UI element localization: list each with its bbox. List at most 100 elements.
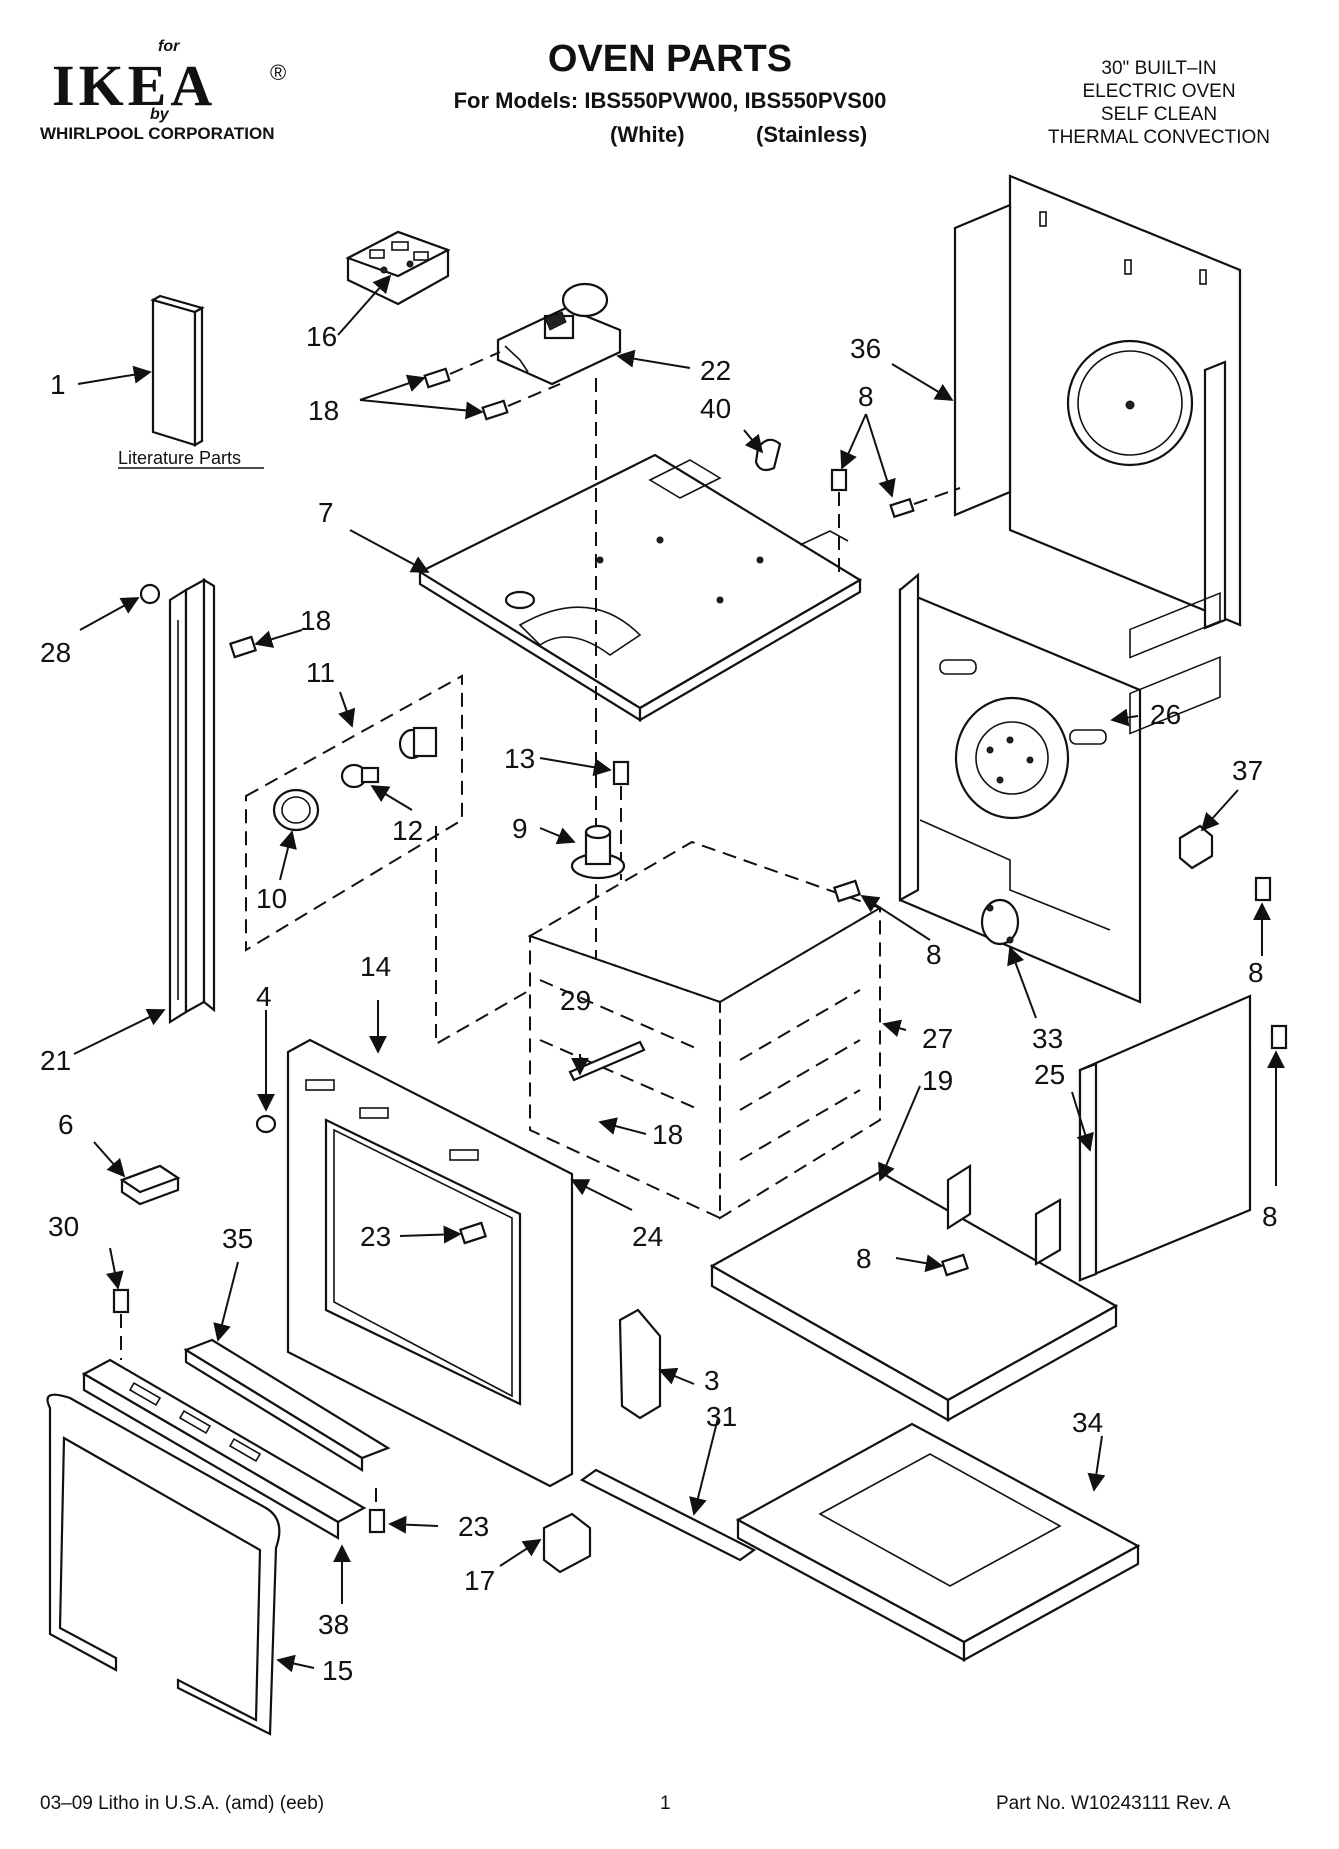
callout-14: 14 (360, 951, 391, 982)
screw (458, 1221, 488, 1245)
callout-1: 1 (50, 369, 66, 400)
callout-15: 15 (322, 1655, 353, 1686)
spec-line: SELF CLEAN (1100, 104, 1218, 125)
callout-23: 23 (458, 1511, 489, 1542)
control-board (345, 230, 451, 306)
callout-40: 40 (700, 393, 731, 424)
brand-corporation: WHIRLPOOL CORPORATION (40, 124, 275, 143)
callout-18: 18 (300, 605, 331, 636)
spec-line: THERMAL CONVECTION (1047, 127, 1271, 148)
callout-8: 8 (858, 381, 874, 412)
brand-for-text: for (158, 38, 180, 55)
callout-6: 6 (58, 1109, 74, 1140)
top-mounting-plate (417, 453, 863, 722)
literature-parts-caption: Literature Parts (118, 448, 241, 468)
callout-23: 23 (360, 1221, 391, 1252)
screw (423, 367, 509, 421)
screw (228, 635, 258, 659)
spec-line: ELECTRIC OVEN (1082, 81, 1236, 102)
callout-27: 27 (922, 1023, 953, 1054)
callout-37: 37 (1232, 755, 1263, 786)
callout-19: 19 (922, 1065, 953, 1096)
callout-28: 28 (40, 637, 71, 668)
callout-35: 35 (222, 1223, 253, 1254)
callout-7: 7 (318, 497, 334, 528)
callout-29: 29 (560, 985, 591, 1016)
clip (754, 438, 782, 472)
door-latch-assembly (496, 282, 622, 386)
callout-24: 24 (632, 1221, 663, 1252)
callout-18: 18 (308, 395, 339, 426)
models-line: For Models: IBS550PVW00, IBS550PVS00 (453, 88, 887, 113)
callout-22: 22 (700, 355, 731, 386)
switch (398, 726, 438, 760)
callout-8: 8 (1262, 1201, 1278, 1232)
callout-33: 33 (1032, 1023, 1063, 1054)
nut (139, 583, 161, 605)
variant-stainless-label: (Stainless) (756, 122, 868, 147)
page-title: OVEN PARTS (547, 38, 793, 80)
callout-38: 38 (318, 1609, 349, 1640)
rear-inner-panel (898, 572, 1142, 1004)
nut (255, 1114, 277, 1134)
callout-18: 18 (652, 1119, 683, 1150)
callout-9: 9 (512, 813, 528, 844)
screw (830, 468, 848, 492)
screw (1254, 876, 1272, 902)
bottom-tray (735, 1422, 1141, 1662)
spec-line: 30" BUILT–IN (1101, 58, 1217, 79)
callout-26: 26 (1150, 699, 1181, 730)
indicator-light (272, 788, 320, 832)
callout-21: 21 (40, 1045, 71, 1076)
ikea-logo: IKEA (52, 53, 217, 118)
rear-cover-panel (953, 174, 1242, 630)
oven-cavity (527, 840, 883, 1220)
temperature-probe (570, 824, 626, 880)
screw (889, 497, 915, 519)
screw (1270, 1024, 1288, 1050)
callout-31: 31 (706, 1401, 737, 1432)
callout-25: 25 (1034, 1059, 1065, 1090)
callout-8: 8 (1248, 957, 1264, 988)
door-gasket (46, 1393, 281, 1736)
variant-white-label: (White) (610, 122, 685, 147)
side-trim-strip (168, 578, 216, 1024)
callout-34: 34 (1072, 1407, 1103, 1438)
screw (112, 1288, 130, 1314)
callout-11: 11 (306, 657, 335, 688)
callout-3: 3 (704, 1365, 720, 1396)
thermostat (980, 898, 1020, 946)
callout-17: 17 (464, 1565, 495, 1596)
brand-by-text: by (150, 106, 169, 123)
callout-8: 8 (856, 1243, 872, 1274)
mounting-bracket (542, 1512, 592, 1574)
screw (832, 879, 862, 903)
page-number: 1 (660, 1793, 671, 1814)
front-trim (81, 1358, 367, 1540)
screw (612, 760, 630, 786)
callout-13: 13 (504, 743, 535, 774)
callout-4: 4 (256, 981, 272, 1012)
front-frame (286, 1038, 574, 1488)
bracket (1178, 824, 1214, 870)
screw (368, 1508, 386, 1534)
footer-litho: 03–09 Litho in U.S.A. (amd) (eeb) (40, 1793, 325, 1814)
part-number: Part No. W10243111 Rev. A (996, 1793, 1231, 1814)
callout-8: 8 (926, 939, 942, 970)
callout-10: 10 (256, 883, 287, 914)
bottom-cover (709, 1163, 1119, 1422)
callout-36: 36 (850, 333, 881, 364)
callout-16: 16 (306, 321, 337, 352)
hinge-bracket (618, 1308, 662, 1420)
convection-element (568, 1040, 646, 1082)
side-panel (1078, 591, 1252, 1282)
vent-trim (183, 1338, 391, 1472)
relay (119, 1164, 181, 1206)
callout-30: 30 (48, 1211, 79, 1242)
registered-mark: ® (270, 60, 287, 85)
thermal-fuse (340, 763, 380, 789)
trim-strip (579, 1468, 757, 1562)
literature-booklet (150, 294, 205, 447)
callout-12: 12 (392, 815, 423, 846)
